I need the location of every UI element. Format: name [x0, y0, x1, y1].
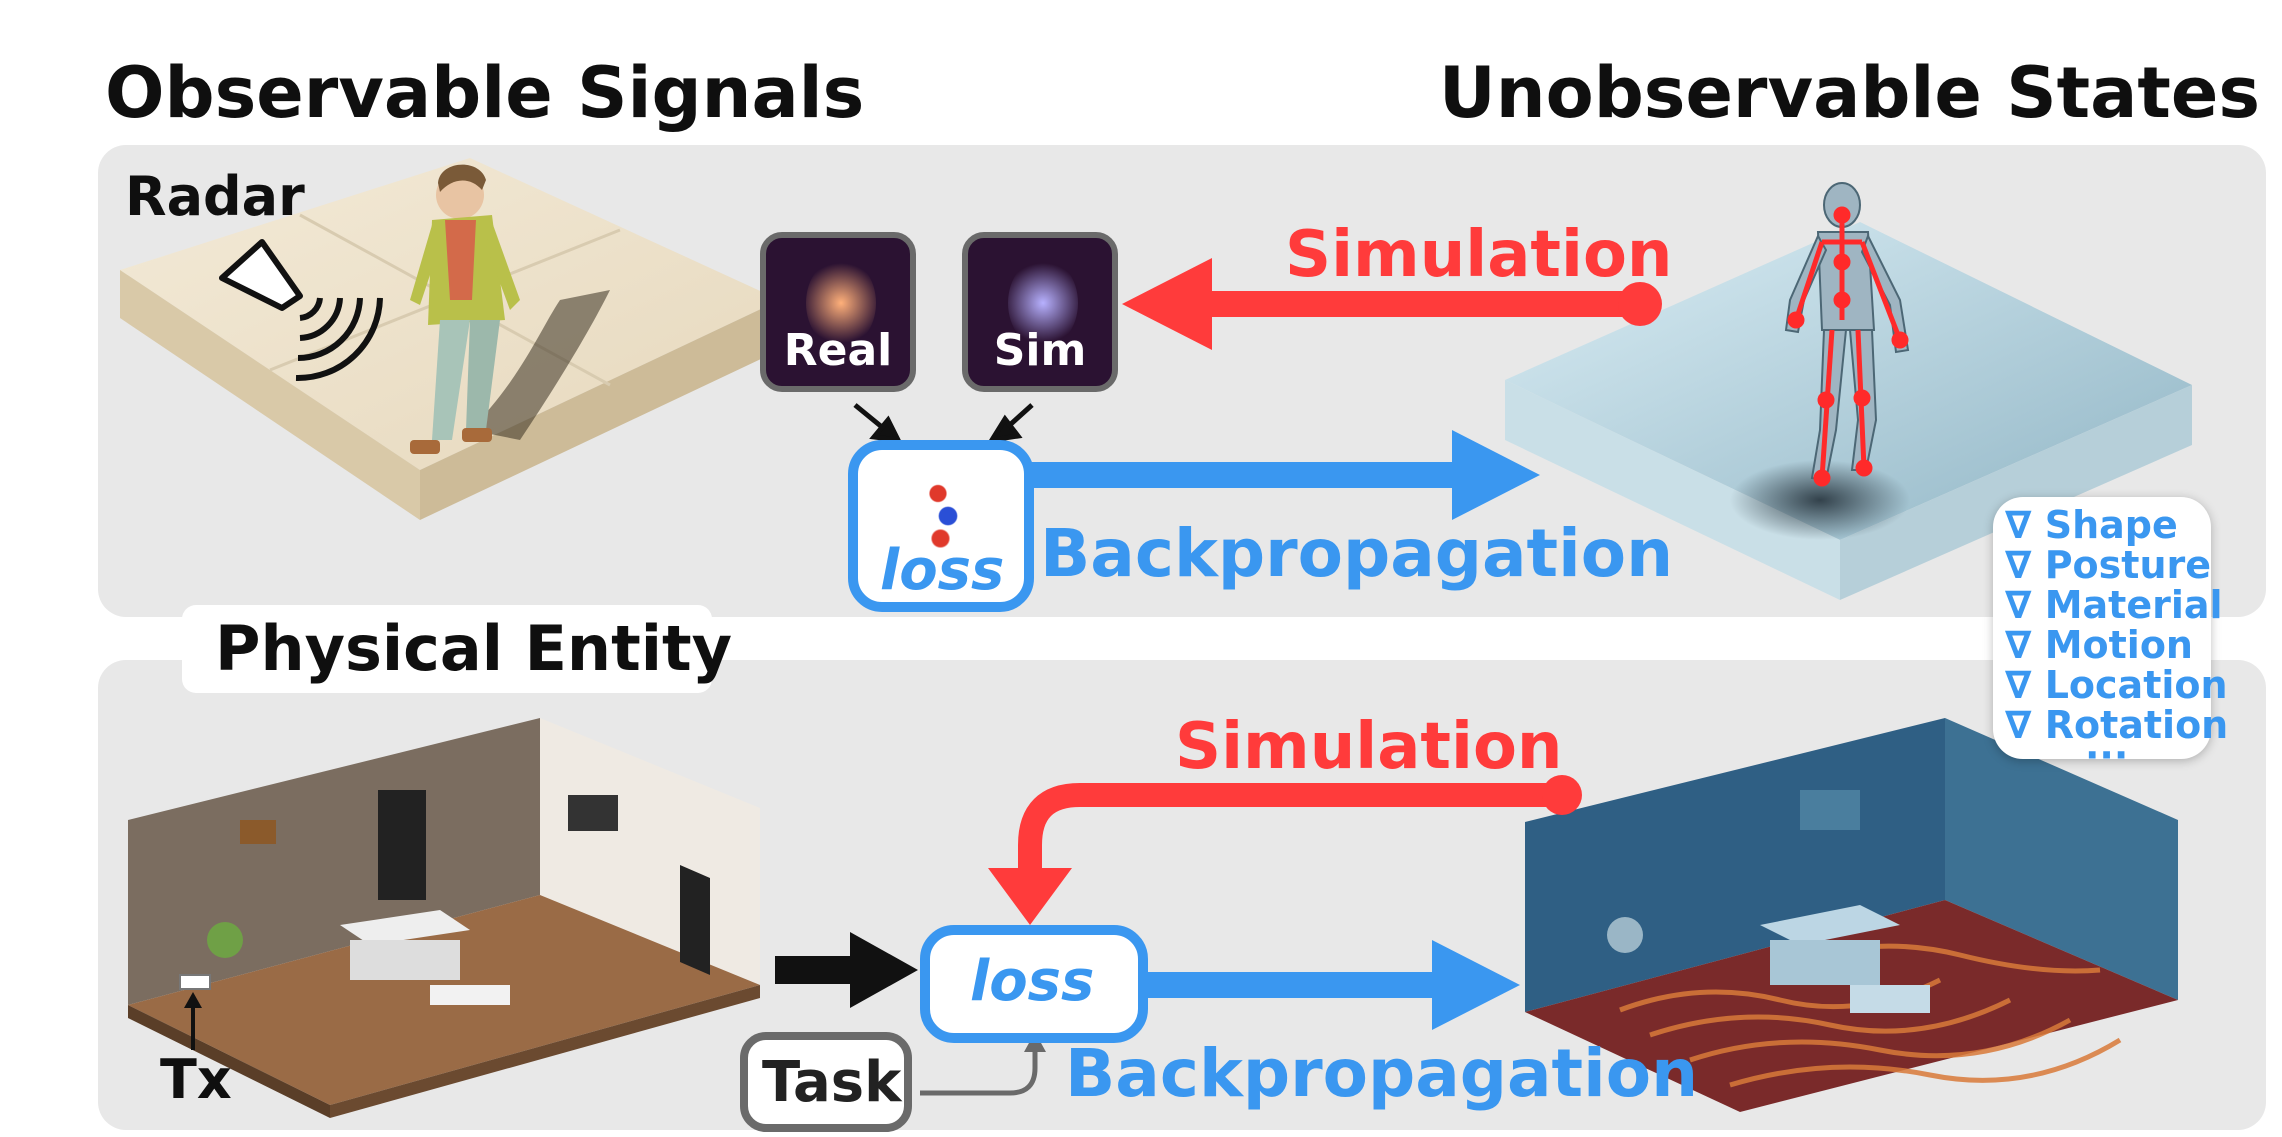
skeleton-joints — [1787, 206, 1909, 487]
sim-signal-tile: Sim — [962, 232, 1118, 392]
top-simulation-label: Simulation — [1285, 218, 1673, 292]
heatmap-scene — [1525, 718, 2178, 1112]
tile-real-label: Real — [783, 325, 893, 376]
bottom-simulation-label: Simulation — [1175, 710, 1563, 784]
room-to-loss-arrow — [775, 932, 918, 1008]
bottom-backprop-arrow — [1148, 940, 1520, 1030]
tx-arrow — [184, 992, 202, 1050]
grad-rotation: ∇ Rotation — [2005, 703, 2229, 747]
bottom-loss-label: loss — [970, 949, 1095, 1014]
top-backprop-label: Backpropagation — [1040, 515, 1674, 592]
radar-icon — [219, 239, 383, 382]
bottom-simulation-arrow — [988, 775, 1582, 925]
heading-observable-signals: Observable Signals — [105, 52, 865, 134]
top-loss-box: loss — [848, 440, 1034, 612]
physical-entity-tag — [182, 605, 712, 693]
top-loss-label: loss — [880, 538, 1005, 603]
radar-label: Radar — [125, 165, 305, 228]
grad-shape: ∇ Shape — [2005, 503, 2178, 547]
bottom-loss-box: loss — [920, 925, 1148, 1043]
tx-label: Tx — [160, 1048, 232, 1111]
radar-scene — [120, 158, 780, 520]
task-box: Task — [740, 1032, 912, 1132]
grad-posture: ∇ Posture — [2005, 543, 2212, 587]
grad-motion: ∇ Motion — [2005, 623, 2193, 667]
top-backprop-arrow — [1030, 430, 1540, 520]
grad-location: ∇ Location — [2005, 663, 2228, 707]
top-simulation-arrow — [1122, 258, 1662, 350]
person-figure — [410, 164, 520, 454]
task-label: Task — [762, 1050, 902, 1115]
grad-ellipsis: ··· — [2085, 733, 2129, 777]
real-signal-glow — [806, 258, 876, 348]
grad-material: ∇ Material — [2005, 583, 2223, 627]
real-signal-tile: Real — [760, 232, 916, 392]
tile-sim-label: Sim — [993, 325, 1087, 376]
sim-signal-glow — [1008, 258, 1078, 348]
tile-to-loss-arrows — [853, 403, 1034, 444]
bottom-backprop-label: Backpropagation — [1065, 1035, 1699, 1112]
avatar-scene — [1505, 182, 2192, 600]
loss-diff-map — [918, 462, 968, 552]
room-scene — [128, 718, 760, 1118]
heading-physical-entity: Physical Entity — [215, 612, 733, 685]
gradient-states-box: ∇ Shape ∇ Posture ∇ Material ∇ Motion ∇ … — [1993, 497, 2228, 774]
heading-unobservable-states: Unobservable States — [1438, 52, 2260, 134]
